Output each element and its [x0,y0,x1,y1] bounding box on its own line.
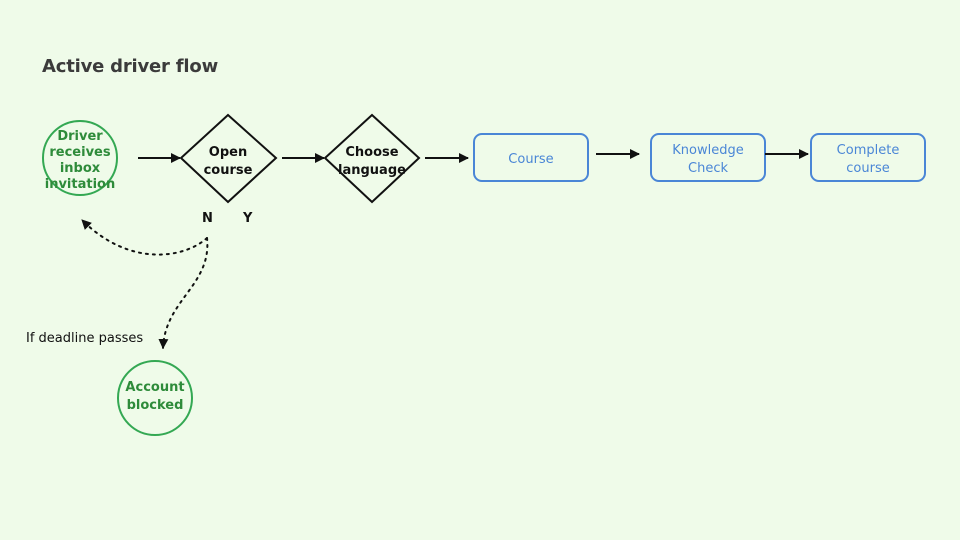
node-complete-course[interactable]: Complete course [810,133,926,182]
node-label: Check [688,161,728,176]
node-label: inbox [60,161,101,176]
node-label: Choose [345,145,398,160]
node-label: Complete [837,143,900,158]
node-knowledge-check[interactable]: Knowledge Check [650,133,766,182]
node-label: Knowledge [672,143,743,158]
node-label: Account [125,380,184,395]
node-account-blocked[interactable]: Account blocked [117,360,193,436]
branch-label-yes: Y [242,211,253,226]
node-course[interactable]: Course [473,133,589,182]
node-label: Driver [57,129,103,144]
node-label: invitation [45,177,115,192]
dotted-arrow-deadline [158,237,209,349]
node-label: Course [508,152,553,167]
node-open-course[interactable]: Open course [179,113,278,204]
node-driver-invitation[interactable]: Driver receives inbox invitation [42,120,118,196]
node-label: receives [49,145,110,160]
node-label: language [338,163,406,178]
node-label: Open [209,145,247,160]
deadline-label: If deadline passes [26,331,143,346]
node-label: course [846,161,889,176]
branch-label-no: N [202,211,213,226]
dotted-arrow-retry [81,219,208,256]
node-label: blocked [127,398,184,413]
node-choose-language[interactable]: Choose language [323,113,421,204]
page-title: Active driver flow [42,56,218,77]
node-label: course [204,163,253,178]
